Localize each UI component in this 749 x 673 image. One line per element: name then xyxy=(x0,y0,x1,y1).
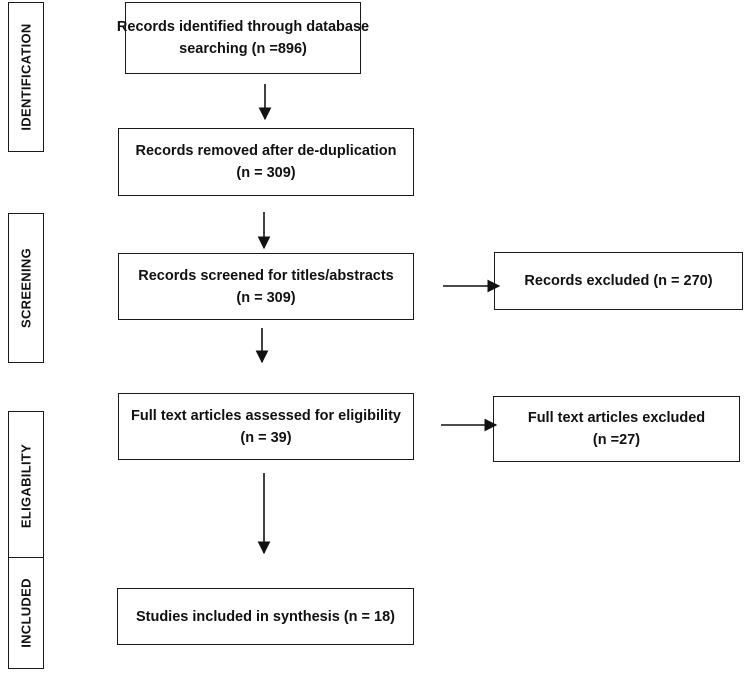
box-fulltext-excluded-line2: (n =27) xyxy=(592,432,641,448)
box-records-screened-line2: (n = 309) xyxy=(236,289,296,306)
box-fulltext-assessed-line2: (n = 39) xyxy=(240,429,292,446)
stage-identification: IDENTIFICATION xyxy=(8,2,44,152)
box-records-excluded-line1: Records excluded (n = 270) xyxy=(524,273,713,289)
box-records-identified-line2: searching (n =896) xyxy=(179,41,307,57)
stage-screening: SCREENING xyxy=(8,213,44,363)
box-studies-included-line1: Studies included in synthesis (n = 18) xyxy=(135,608,396,625)
box-fulltext-assessed: Full text articles assessed for eligibil… xyxy=(118,393,414,460)
box-fulltext-excluded-line1: Full text articles excluded xyxy=(527,410,706,426)
box-fulltext-excluded: Full text articles excluded (n =27) xyxy=(493,396,740,462)
box-records-screened-line1: Records screened for titles/abstracts xyxy=(138,267,394,284)
box-records-excluded: Records excluded (n = 270) xyxy=(494,252,743,310)
box-records-deduplicated: Records removed after de-duplication (n … xyxy=(118,128,414,196)
box-records-deduplicated-line2: (n = 309) xyxy=(236,165,296,181)
box-records-identified-line1: Records identified through database xyxy=(116,19,370,35)
box-records-screened: Records screened for titles/abstracts (n… xyxy=(118,253,414,320)
stage-included: INCLUDED xyxy=(8,557,44,669)
box-studies-included: Studies included in synthesis (n = 18) xyxy=(117,588,414,645)
box-records-deduplicated-line1: Records removed after de-duplication xyxy=(135,143,397,159)
box-records-identified: Records identified through database sear… xyxy=(117,2,369,74)
box-fulltext-assessed-line1: Full text articles assessed for eligibil… xyxy=(131,407,401,424)
